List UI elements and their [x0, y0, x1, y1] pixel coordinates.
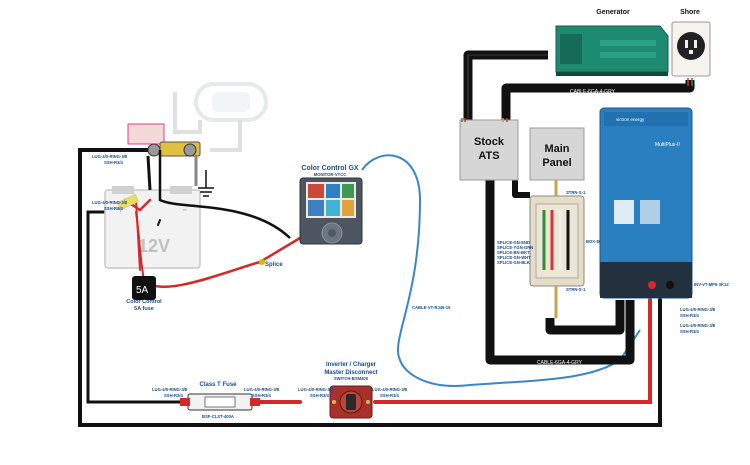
- shunt: [127, 123, 201, 191]
- svg-text:SSH-R3/4: SSH-R3/4: [310, 393, 330, 398]
- svg-text:SSH-R3/4: SSH-R3/4: [380, 393, 400, 398]
- multiplus-inverter: victron energy MultiPlus-II: [599, 107, 693, 299]
- svg-text:LUG-4/0-RING-3/8: LUG-4/0-RING-3/8: [680, 323, 716, 328]
- disconnect-label-1: Inverter / Charger: [326, 362, 377, 368]
- shore-label: Shore: [680, 9, 700, 16]
- svg-text:SSH-R3/4: SSH-R3/4: [164, 393, 184, 398]
- battery-minus-sign: -: [182, 201, 187, 218]
- color-control-title: Color Control GX: [301, 165, 358, 172]
- color-control-fuse-label-1: Color Control: [126, 299, 162, 305]
- box-label: BOX-8G/BB: [586, 239, 609, 244]
- class-t-part: BSF-CLST-400A: [202, 414, 234, 419]
- bottom-cable-label: CABLE-6GA-4-GRY: [537, 360, 583, 366]
- splice-point: [259, 259, 265, 265]
- stock-ats: Stock ATS: [459, 119, 519, 181]
- ground-symbol-icon: [198, 170, 214, 197]
- svg-text:LUG-4/0-RING-3/8: LUG-4/0-RING-3/8: [298, 387, 334, 392]
- multiplus-brand: victron energy: [616, 117, 645, 122]
- svg-text:LUG-4/0-RING-3/8: LUG-4/0-RING-3/8: [152, 387, 188, 392]
- multiplus-mount-label: INV-VT-MPII-3K12: [694, 282, 729, 287]
- stock-ats-label-1: Stock: [474, 136, 505, 148]
- gx-negative-wire: [158, 150, 291, 239]
- svg-text:LUG-4/0-RING-3/8: LUG-4/0-RING-3/8: [92, 154, 128, 159]
- inline-fuse-tag: [116, 193, 140, 211]
- class-t-fuse: Class T Fuse BSF-CLST-400A: [180, 382, 260, 419]
- svg-text:SSH-R3/4: SSH-R3/4: [680, 313, 700, 318]
- top-cable-label: CABLE-6GA-4-GRY: [570, 89, 616, 95]
- svg-text:SSH-R3/4: SSH-R3/4: [680, 329, 700, 334]
- main-panel-label-2: Panel: [542, 157, 571, 169]
- generator: Generator: [555, 9, 669, 76]
- svg-text:LUG-4/0-RING-3/8: LUG-4/0-RING-3/8: [372, 387, 408, 392]
- svg-text:SSH-R3/4: SSH-R3/4: [252, 393, 272, 398]
- svg-text:LUG-4/0-RING-3/8: LUG-4/0-RING-3/8: [680, 307, 716, 312]
- fuse-lug-labels: LUG-4/0-RING-3/8 SSH-R3/4 LUG-4/0-RING-3…: [152, 387, 280, 398]
- disconnect-lug-labels: LUG-4/0-RING-3/8 SSH-R3/4 LUG-4/0-RING-3…: [298, 387, 408, 398]
- ac-conductor-ends: [461, 78, 693, 122]
- strn-bottom-label: STRN-S-1: [566, 287, 586, 292]
- disconnect-label-2: Master Disconnect: [324, 370, 377, 376]
- color-control-part: MONITOR-VTCC: [314, 172, 347, 177]
- svg-text:SSH-R3/4: SSH-R3/4: [104, 206, 124, 211]
- strn-top-label: STRN-S-1: [566, 190, 586, 195]
- color-control-fuse: 5A Color Control 5A fuse: [126, 276, 162, 312]
- disconnect-part: SWITCH-BSM400: [334, 376, 369, 381]
- left-lug-labels: LUG-4/0-RING-3/8 SSH-R3/4 LUG-4/0-RING-3…: [92, 154, 128, 211]
- battery-voltage: 12V: [138, 236, 170, 256]
- svg-text:LUG-4/0-RING-3/8: LUG-4/0-RING-3/8: [92, 200, 128, 205]
- fuse-5a-label: 5A: [136, 285, 149, 296]
- color-control-fuse-label-2: 5A fuse: [134, 306, 154, 312]
- class-t-fuse-label: Class T Fuse: [199, 382, 237, 388]
- svg-text:SPLICE-GN-WHT: SPLICE-GN-WHT: [497, 255, 531, 260]
- main-panel: Main Panel: [529, 127, 585, 181]
- svg-text:LUG-4/0-RING-3/8: LUG-4/0-RING-3/8: [244, 387, 280, 392]
- ac-cables: [463, 50, 695, 365]
- svg-text:SPLICE-YGN-GRN: SPLICE-YGN-GRN: [497, 245, 533, 250]
- svg-text:SPLICE-GN-END: SPLICE-GN-END: [497, 240, 530, 245]
- battery-positive-leads: [123, 198, 161, 281]
- battery-monitor-ghost: [173, 82, 268, 152]
- inverter-lug-labels: LUG-4/0-RING-3/8 SSH-R3/4 LUG-4/0-RING-3…: [680, 307, 716, 334]
- color-control-gx: Color Control GX MONITOR-VTCC: [299, 165, 363, 245]
- multiplus-name: MultiPlus-II: [655, 142, 680, 148]
- svg-text:SSH-R3/4: SSH-R3/4: [104, 160, 124, 165]
- main-panel-label-1: Main: [544, 143, 569, 155]
- ve-bus-cable-label: CABLE-VT-RJ45-15: [412, 305, 451, 310]
- svg-text:SPLICE-GN-BLK: SPLICE-GN-BLK: [497, 260, 530, 265]
- master-disconnect: Inverter / Charger Master Disconnect SWI…: [324, 362, 378, 419]
- splice-labels: SPLICE-GN-END SPLICE-YGN-GRN SPLICE-BN-B…: [497, 240, 533, 265]
- splice-label: Splice: [265, 262, 283, 268]
- ve-bus-cable: [361, 154, 641, 387]
- battery: + - 12V: [104, 186, 201, 269]
- junction-box: [529, 180, 585, 318]
- generator-label: Generator: [596, 9, 630, 16]
- shore-inlet: Shore: [671, 9, 711, 77]
- stock-ats-label-2: ATS: [478, 150, 499, 162]
- svg-text:SPLICE-BN-BKT: SPLICE-BN-BKT: [497, 250, 530, 255]
